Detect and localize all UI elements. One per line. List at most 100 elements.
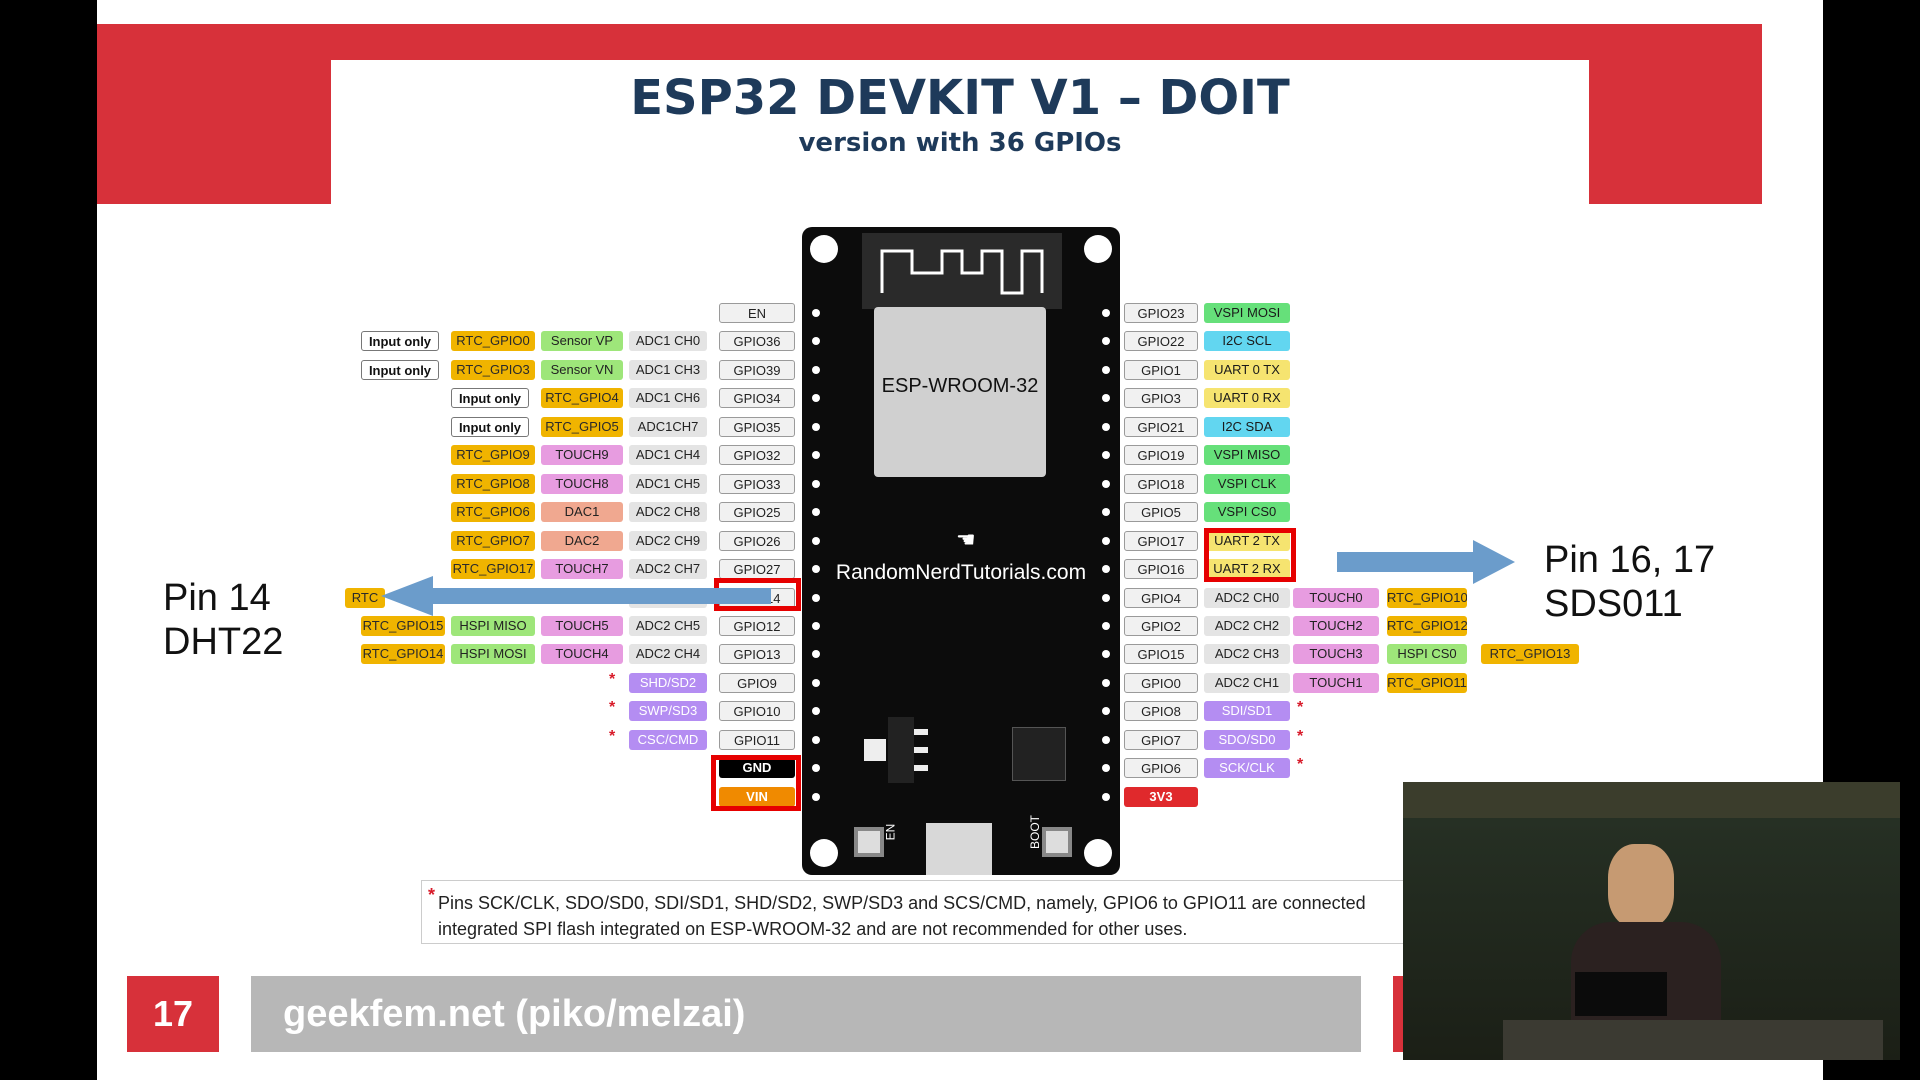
annotation-line: Pin 14 <box>163 577 271 619</box>
boot-button[interactable] <box>1042 827 1072 857</box>
pin-function-tag: TOUCH5 <box>541 616 623 636</box>
pin-function-tag: ADC1 CH0 <box>629 331 707 351</box>
pin-function-tag: VSPI MOSI <box>1204 303 1290 323</box>
pin-function-tag: I2C SCL <box>1204 331 1290 351</box>
module-label: ESP-WROOM-32 <box>881 375 1039 397</box>
gpio-label-gpio7: GPIO7 <box>1124 730 1198 750</box>
gpio-label-gpio33: GPIO33 <box>719 474 795 494</box>
regulator-icon <box>864 717 928 783</box>
pin-function-tag: SCK/CLK <box>1204 758 1290 778</box>
pin-function-tag: RTC_GPIO0 <box>451 331 535 351</box>
gpio-label-vin: VIN <box>719 787 795 807</box>
pin-function-tag: RTC_GPIO6 <box>451 502 535 522</box>
pin-function-tag: ADC2 CH3 <box>1204 644 1290 664</box>
pin-function-tag: ADC2 CH5 <box>629 616 707 636</box>
gpio-label-gpio19: GPIO19 <box>1124 445 1198 465</box>
header-pin-dot <box>1102 793 1110 801</box>
gpio-label-en: EN <box>719 303 795 323</box>
mount-hole <box>1084 235 1112 263</box>
flash-pin-marker: * <box>1297 728 1304 745</box>
header-pin-dot <box>812 707 820 715</box>
gpio-label-gpio17: GPIO17 <box>1124 531 1198 551</box>
slide-title: ESP32 DEVKIT V1 – DOIT <box>630 70 1290 126</box>
highlight-uart2 <box>1204 528 1296 582</box>
header-pin-dot <box>1102 707 1110 715</box>
header-pin-dot <box>812 309 820 317</box>
esp32-board: ESP-WROOM-32 RandomNerdTutorials.com EN … <box>802 227 1120 875</box>
gpio-label-gpio11: GPIO11 <box>719 730 795 750</box>
gpio-label-gpio25: GPIO25 <box>719 502 795 522</box>
gpio-label-gpio9: GPIO9 <box>719 673 795 693</box>
wroom-module <box>874 307 1046 477</box>
pin-function-tag: TOUCH2 <box>1293 616 1379 636</box>
pin-function-tag: TOUCH3 <box>1293 644 1379 664</box>
header-pin-dot <box>812 394 820 402</box>
pin-function-tag: RTC_GPIO4 <box>541 388 623 408</box>
footnote-star: * <box>428 885 436 905</box>
gpio-label-gpio1: GPIO1 <box>1124 360 1198 380</box>
pin-function-tag: Input only <box>451 388 529 408</box>
header-pin-dot <box>1102 451 1110 459</box>
speaker-head <box>1608 844 1674 928</box>
pin-function-tag: RTC_GPIO10 <box>1387 588 1467 608</box>
pin-function-tag: HSPI MISO <box>451 616 535 636</box>
pin-function-tag: ADC2 CH9 <box>629 531 707 551</box>
gpio-label-gpio32: GPIO32 <box>719 445 795 465</box>
header-pin-dot <box>812 366 820 374</box>
pin-function-tag: CSC/CMD <box>629 730 707 750</box>
pin-function-tag: ADC2 CH8 <box>629 502 707 522</box>
gpio-label-gpio35: GPIO35 <box>719 417 795 437</box>
pin-function-tag: ADC1CH7 <box>629 417 707 437</box>
header-pin-dot <box>1102 565 1110 573</box>
header-pin-dot <box>812 451 820 459</box>
pin-function-tag: UART 0 TX <box>1204 360 1290 380</box>
header-pin-dot <box>812 565 820 573</box>
slide-subtitle: version with 36 GPIOs <box>798 128 1122 158</box>
pin-function-tag: ADC2 CH2 <box>1204 616 1290 636</box>
header-pin-dot <box>812 423 820 431</box>
annotation-line: SDS011 <box>1544 583 1683 625</box>
pin-function-tag: UART 0 RX <box>1204 388 1290 408</box>
pin14-annotation: Pin 14 DHT22 <box>163 576 283 664</box>
gpio-label-gpio0: GPIO0 <box>1124 673 1198 693</box>
pin-function-tag: Sensor VN <box>541 360 623 380</box>
header-pin-dot <box>1102 764 1110 772</box>
pin-function-tag: VSPI CS0 <box>1204 502 1290 522</box>
pin-function-tag: DAC2 <box>541 531 623 551</box>
pin-function-tag: RTC <box>345 588 385 608</box>
pin-function-tag: RTC_GPIO11 <box>1387 673 1467 693</box>
header-pin-dot <box>1102 337 1110 345</box>
flash-pin-marker: * <box>609 699 616 716</box>
speaker-video <box>1403 782 1900 1060</box>
usb-chip-icon <box>1012 727 1066 781</box>
flash-pin-marker: * <box>1297 699 1304 716</box>
annotation-line: DHT22 <box>163 621 284 663</box>
header-pin-dot <box>812 793 820 801</box>
laptop-icon <box>1575 972 1667 1016</box>
gpio-label-gpio6: GPIO6 <box>1124 758 1198 778</box>
en-button[interactable] <box>854 827 884 857</box>
pin-function-tag: ADC2 CH7 <box>629 559 707 579</box>
header-pin-dot <box>812 537 820 545</box>
footnote-box: * Pins SCK/CLK, SDO/SD0, SDI/SD1, SHD/SD… <box>421 880 1521 944</box>
gpio-label-gpio23: GPIO23 <box>1124 303 1198 323</box>
gpio-label-gpio5: GPIO5 <box>1124 502 1198 522</box>
pin-function-tag: TOUCH1 <box>1293 673 1379 693</box>
board-brand: RandomNerdTutorials.com <box>835 561 1087 584</box>
pin-function-tag: TOUCH0 <box>1293 588 1379 608</box>
pin-function-tag: Input only <box>361 360 439 380</box>
footer-bar: geekfem.net (piko/melzai) <box>251 976 1361 1052</box>
pin16-17-annotation: Pin 16, 17 SDS011 <box>1544 538 1715 626</box>
pin-function-tag: RTC_GPIO14 <box>361 644 445 664</box>
boot-button-label: BOOT <box>1028 814 1043 850</box>
pin-function-tag: TOUCH4 <box>541 644 623 664</box>
pin-function-tag: RTC_GPIO8 <box>451 474 535 494</box>
pin-function-tag: ADC2 CH0 <box>1204 588 1290 608</box>
gpio-label-gpio13: GPIO13 <box>719 644 795 664</box>
pin-function-tag: ADC2 CH4 <box>629 644 707 664</box>
pin-function-tag: UART 2 RX <box>1204 559 1290 579</box>
pin-function-tag: ADC1 CH4 <box>629 445 707 465</box>
pin-function-tag: RTC_GPIO12 <box>1387 616 1467 636</box>
header-pin-dot <box>812 650 820 658</box>
pin-function-tag: DAC1 <box>541 502 623 522</box>
